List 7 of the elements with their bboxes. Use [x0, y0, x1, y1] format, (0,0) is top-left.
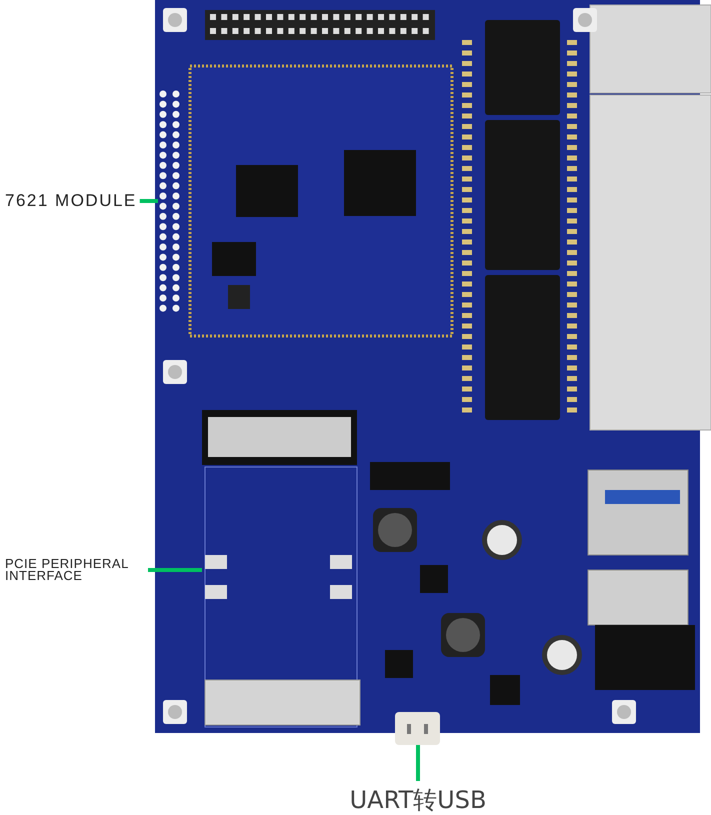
callout-label: PCIE PERIPHERAL INTERFACE — [5, 558, 145, 582]
leader-line — [140, 199, 158, 203]
leader-line — [416, 745, 420, 781]
callout-label: UART转USB — [338, 784, 498, 815]
leader-line — [148, 568, 202, 572]
usb-port-drawing — [395, 712, 440, 745]
callout-label: 7621 MODULE — [5, 191, 137, 211]
